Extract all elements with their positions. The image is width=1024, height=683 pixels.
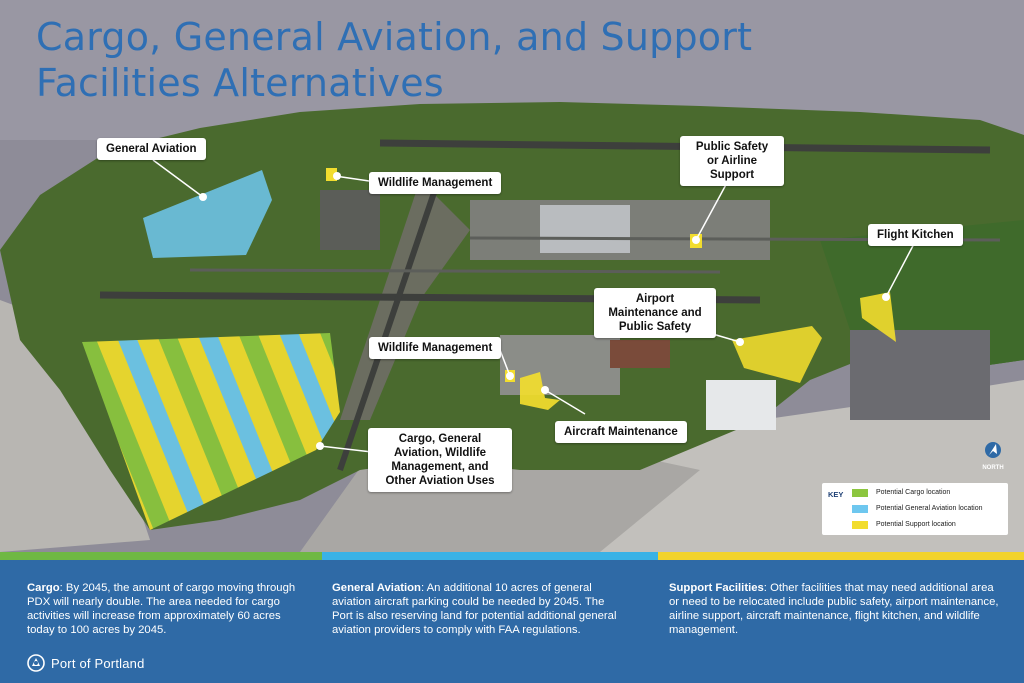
north-arrow: NORTH <box>982 441 1004 471</box>
stripe-yellow <box>658 552 1024 560</box>
callout-cargo-ga-wildlife-other: Cargo, General Aviation, Wildlife Manage… <box>368 428 512 492</box>
callout-public-safety-airline-support: Public Safety or Airline Support <box>680 136 784 186</box>
stripe-blue <box>322 552 658 560</box>
crosswind-runway <box>337 174 443 471</box>
callout-leader-dots <box>199 172 890 450</box>
logo-text: Port of Portland <box>51 655 145 671</box>
callout-wildlife-management-south: Wildlife Management <box>369 337 502 359</box>
business-park <box>850 330 990 420</box>
legend-label-general-aviation: Potential General Aviation location <box>876 505 983 512</box>
airport-maintenance-zone <box>732 326 822 383</box>
map-legend: KEY Potential Cargo location Potential G… <box>822 483 1008 535</box>
stripe-green <box>0 552 322 560</box>
cargo-ga-combined-zone <box>82 333 340 530</box>
callout-aircraft-maintenance: Aircraft Maintenance <box>555 421 687 443</box>
city-area-west <box>0 300 150 552</box>
page-title: Cargo, General Aviation, and Support Fac… <box>36 15 753 105</box>
footer-support-body: : Other facilities that may need additio… <box>669 582 999 636</box>
legend-swatch-general-aviation <box>852 505 868 513</box>
footer-support-text: Support Facilities: Other facilities tha… <box>669 581 1005 637</box>
general-aviation-zone <box>143 170 272 258</box>
callout-wildlife-management-north: Wildlife Management <box>369 172 502 194</box>
color-stripe <box>0 552 1024 560</box>
footer-panel: Cargo: By 2045, the amount of cargo movi… <box>0 560 1024 683</box>
aircraft-maintenance-zone <box>520 372 560 410</box>
wildlife-north-zone <box>326 168 337 181</box>
footer-support-heading: Support Facilities <box>669 582 764 594</box>
hangar-roof <box>706 380 776 430</box>
footer-cargo-heading: Cargo <box>27 582 60 594</box>
cargo-apron <box>500 335 620 395</box>
footer-general-aviation-body: : An additional 10 acres of general avia… <box>332 582 617 636</box>
footer-cargo-body: : By 2045, the amount of cargo moving th… <box>27 582 296 636</box>
callout-flight-kitchen: Flight Kitchen <box>868 224 963 246</box>
legend-swatch-cargo <box>852 489 868 497</box>
port-of-portland-logo-icon <box>27 654 45 672</box>
port-of-portland-logo: Port of Portland <box>27 652 145 674</box>
cargo-building <box>610 340 670 368</box>
callout-airport-maintenance-public-safety: Airport Maintenance and Public Safety <box>594 288 716 338</box>
wildlife-facility-area <box>320 190 380 250</box>
terminal-building <box>540 205 630 253</box>
footer-cargo-text: Cargo: By 2045, the amount of cargo movi… <box>27 581 299 637</box>
footer-general-aviation-text: General Aviation: An additional 10 acres… <box>332 581 628 637</box>
north-arrow-label: NORTH <box>982 465 1004 471</box>
legend-label-support: Potential Support location <box>876 521 956 528</box>
footer-general-aviation-heading: General Aviation <box>332 582 421 594</box>
legend-swatch-support <box>852 521 868 529</box>
legend-key-label: KEY <box>828 490 844 499</box>
flight-kitchen-zone <box>860 292 896 342</box>
north-arrow-icon <box>985 442 1001 458</box>
legend-label-cargo: Potential Cargo location <box>876 489 951 496</box>
callout-general-aviation: General Aviation <box>97 138 206 160</box>
aerial-map <box>0 0 1024 552</box>
parallel-taxiway <box>189 268 721 274</box>
